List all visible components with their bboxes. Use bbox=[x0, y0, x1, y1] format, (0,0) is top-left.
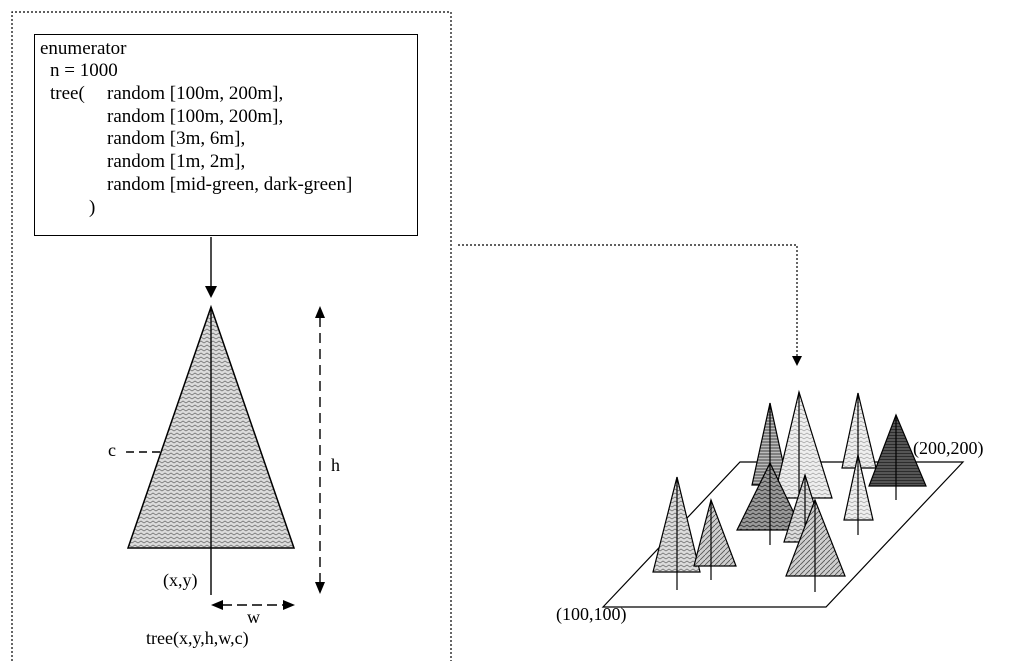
left-panel-frame bbox=[11, 11, 452, 661]
code-line: random [mid-green, dark-green] bbox=[107, 174, 353, 195]
label-xy: (x,y) bbox=[163, 570, 198, 590]
forest-tree bbox=[693, 498, 737, 580]
code-line: random [1m, 2m], bbox=[107, 151, 246, 172]
forest-corner-min: (100,100) bbox=[556, 604, 627, 624]
code-line: tree( bbox=[50, 83, 85, 104]
forest-tree bbox=[652, 476, 701, 590]
w-arrow-right bbox=[283, 600, 295, 610]
enumerator-code-box: enumerator n = 1000 tree( random [100m, … bbox=[34, 34, 418, 236]
tree-caption: tree(x,y,h,w,c) bbox=[146, 628, 249, 648]
code-line: random [3m, 6m], bbox=[107, 128, 246, 149]
label-h: h bbox=[331, 455, 340, 475]
code-line: n = 1000 bbox=[50, 60, 118, 81]
code-line: random [100m, 200m], bbox=[107, 106, 284, 127]
h-arrow-bottom bbox=[315, 582, 325, 594]
h-arrow-top bbox=[315, 306, 325, 318]
code-line: enumerator bbox=[40, 38, 127, 59]
forest-tree bbox=[868, 413, 927, 500]
forest-tree bbox=[843, 454, 874, 535]
connector-arrowhead bbox=[792, 356, 802, 366]
connector-line bbox=[458, 244, 798, 356]
code-line: ) bbox=[89, 197, 96, 218]
forest-ground-plane bbox=[601, 461, 965, 608]
forest-tree bbox=[785, 498, 846, 592]
forest-tree bbox=[736, 461, 803, 545]
code-line: random [100m, 200m], bbox=[107, 83, 284, 104]
w-arrow-left bbox=[211, 600, 223, 610]
label-c: c bbox=[108, 440, 116, 460]
code-to-tree-arrowhead bbox=[205, 286, 217, 298]
forest-corner-max: (200,200) bbox=[913, 438, 984, 458]
label-w: w bbox=[247, 607, 260, 627]
